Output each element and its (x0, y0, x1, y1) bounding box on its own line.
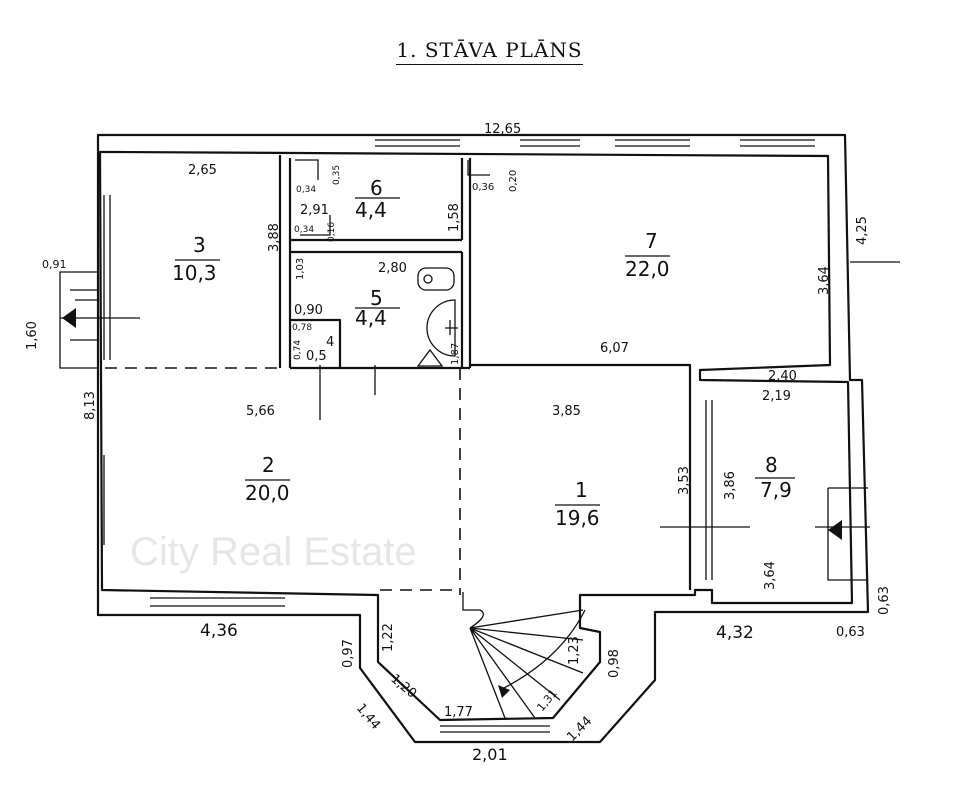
dim-room8-h2: 3,64 (763, 561, 778, 590)
plan-title: 1. STĀVA PLĀNS (0, 38, 979, 65)
dim-room2-width: 5,66 (246, 404, 275, 419)
dim-room3-width: 2,65 (188, 163, 217, 178)
dim-bottom-left: 4,36 (200, 621, 238, 641)
dim-corner-2: 0,63 (877, 586, 892, 615)
dim-room7-d2: 0,20 (508, 170, 519, 192)
dim-bay-right: 0,98 (607, 649, 622, 678)
room-4-area: 0,5 (306, 349, 327, 364)
dim-bay-front: 2,01 (472, 745, 508, 764)
room-1-number: 1 (575, 478, 588, 502)
room-6-area: 4,4 (355, 198, 387, 222)
room-6-number: 6 (370, 176, 383, 200)
dim-stair-2: 1,31 (534, 687, 560, 714)
dim-room7-d1: 0,36 (472, 182, 494, 193)
interior-walls (60, 155, 900, 595)
room-8-area: 7,9 (760, 478, 792, 502)
room-2-number: 2 (262, 453, 275, 477)
dim-room4-d1: 0,78 (292, 323, 312, 333)
dim-room6-d3: 0,34 (294, 225, 314, 235)
room-1-area: 19,6 (555, 506, 600, 530)
dim-porch-w: 0,91 (42, 258, 67, 271)
room-7-area: 22,0 (625, 257, 670, 281)
room-2-area: 20,0 (245, 481, 290, 505)
dim-room8-top: 2,40 (768, 369, 797, 384)
dim-room8-h1: 3,86 (723, 471, 738, 500)
dim-right-upper: 4,25 (855, 216, 870, 245)
dim-room1-width: 3,85 (552, 404, 581, 419)
dim-bay-diag-left: 1,44 (353, 701, 383, 733)
dim-room5-d2: 1,03 (295, 258, 306, 280)
dim-bay-inner-left: 1,22 (381, 623, 396, 652)
dim-room5-d3: 1,87 (450, 343, 461, 365)
dim-room7-width: 6,07 (600, 341, 629, 356)
dim-room5-d1: 0,90 (294, 303, 323, 318)
windows (97, 139, 815, 733)
room-4-number: 4 (326, 335, 334, 350)
dim-room1-height: 3,53 (677, 466, 692, 495)
room-7-number: 7 (645, 229, 658, 253)
dim-bay-diag-right: 1,44 (564, 714, 595, 745)
porch (59, 271, 868, 581)
fixtures (416, 267, 458, 367)
dim-corner-1: 0,63 (836, 625, 865, 640)
dim-room6-d2: 0,35 (332, 165, 342, 185)
room-5-number: 5 (370, 286, 383, 310)
dim-room4-d2: 0,74 (293, 340, 303, 360)
dim-room6-d1: 0,34 (296, 185, 316, 195)
dim-room6-width: 2,91 (300, 203, 329, 218)
dim-left-total: 8,13 (83, 391, 98, 420)
dim-room7-height: 3,64 (817, 266, 832, 295)
dim-bay-left: 0,97 (341, 639, 356, 668)
room-3-number: 3 (193, 233, 206, 257)
staircase (462, 592, 586, 719)
dim-room5-width: 2,80 (378, 261, 407, 276)
dim-stair-1: 1,23 (567, 636, 582, 665)
dim-room6-height: 1,58 (447, 203, 462, 232)
dim-bay-front-inner: 1,77 (444, 705, 473, 720)
dim-room6-d4: 0,16 (327, 222, 337, 242)
dim-top-total: 12,65 (484, 122, 521, 137)
dimension-labels: 12,65 2,65 3,88 2,91 0,34 0,35 0,34 0,16… (25, 122, 892, 764)
room-labels: 1 19,6 2 20,0 3 10,3 4 0,5 5 4,4 6 4,4 7… (172, 176, 795, 530)
room-3-area: 10,3 (172, 261, 217, 285)
room-5-area: 4,4 (355, 306, 387, 330)
room-8-number: 8 (765, 453, 778, 477)
dim-room8-width: 2,19 (762, 389, 791, 404)
dim-porch-h: 1,60 (25, 321, 40, 350)
watermark: City Real Estate (130, 530, 417, 574)
dim-bottom-right: 4,32 (716, 623, 754, 643)
dim-room3-height: 3,88 (267, 223, 282, 252)
outer-walls (96, 133, 870, 744)
